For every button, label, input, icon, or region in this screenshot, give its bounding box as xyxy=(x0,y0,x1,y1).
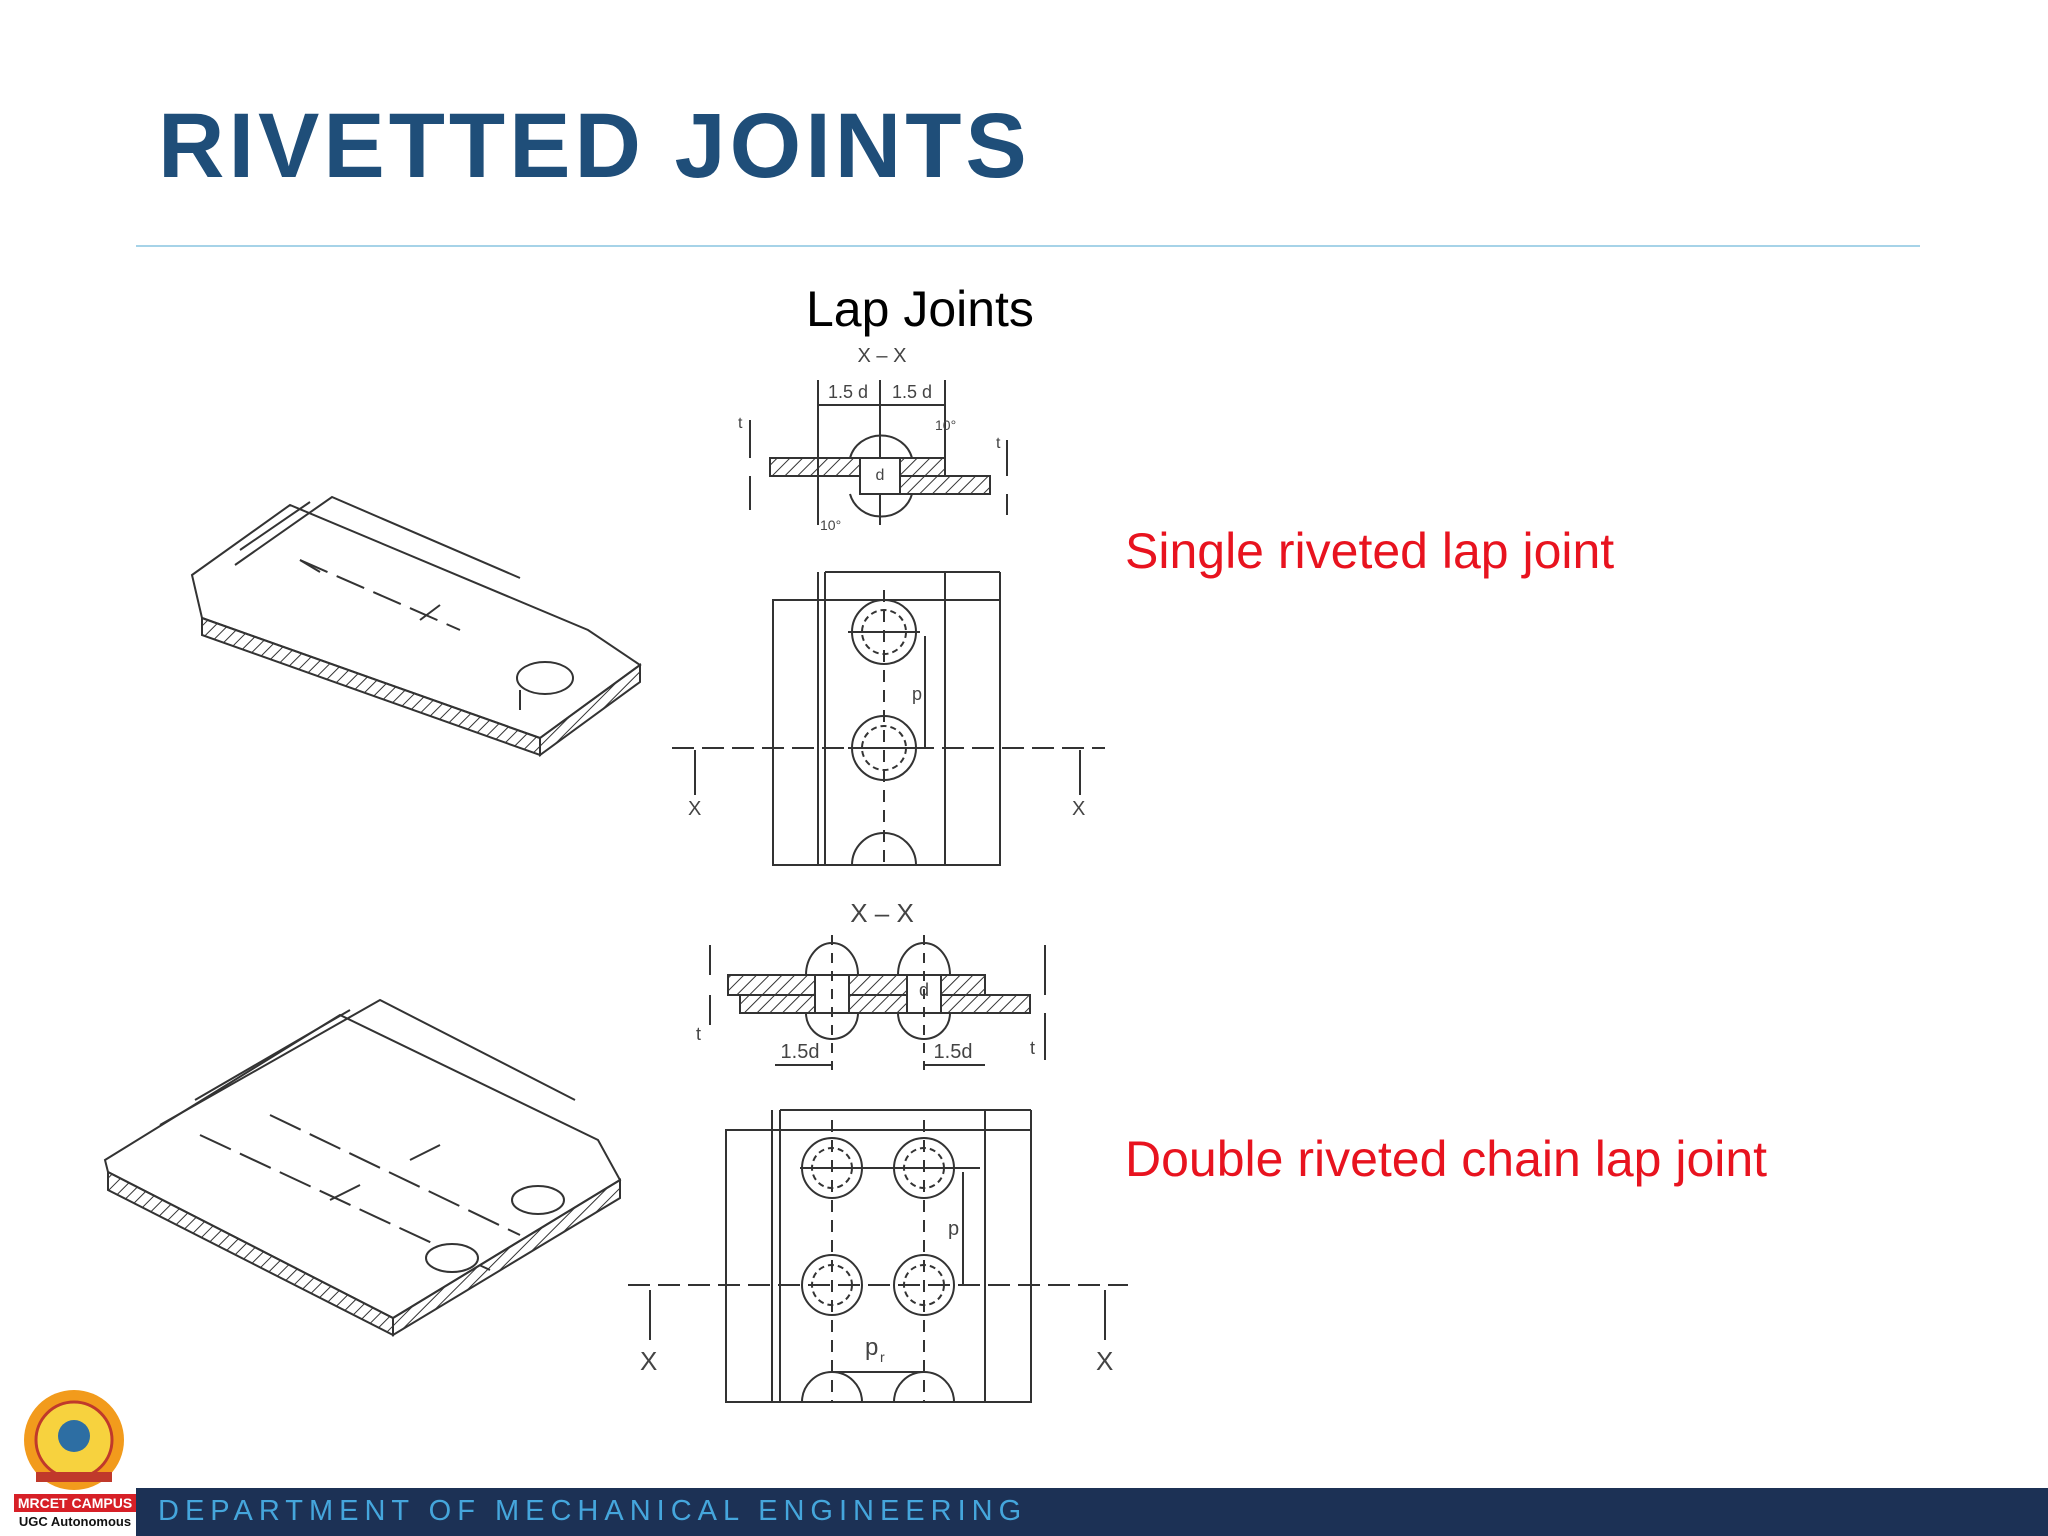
section-mark-double-left: X xyxy=(640,1346,657,1376)
logo-campus-label: MRCET CAMPUS xyxy=(14,1494,136,1512)
plan-double-riveted: p X X p r xyxy=(628,1109,1128,1403)
logo-status-label: UGC Autonomous xyxy=(18,1514,132,1529)
angle-label-bottom: 10° xyxy=(820,517,841,533)
thickness-label-double-right: t xyxy=(1030,1038,1035,1058)
section-double-riveted: X – X d t t 1.5d 1.5d xyxy=(696,898,1046,1070)
section-mark-double-right: X xyxy=(1096,1346,1113,1376)
college-logo: MRCET CAMPUS UGC Autonomous xyxy=(14,1386,136,1536)
thickness-label-right: t xyxy=(996,435,1001,452)
section-label: X – X xyxy=(858,345,907,367)
section-mark-right: X xyxy=(1072,798,1085,820)
title-divider xyxy=(136,245,1920,247)
row-pitch-label: p xyxy=(865,1334,878,1361)
margin-label-double-right: 1.5d xyxy=(934,1041,973,1063)
isometric-double-riveted xyxy=(103,998,622,1337)
thickness-label-left: t xyxy=(738,415,743,432)
caption-single-riveted: Single riveted lap joint xyxy=(1125,523,1615,579)
row-pitch-subscript: r xyxy=(880,1349,885,1365)
section-single-riveted: X – X 1.5 d 1.5 d d t t 10° 10° xyxy=(738,345,1008,533)
logo-emblem-icon xyxy=(24,1390,124,1490)
caption-double-riveted: Double riveted chain lap joint xyxy=(1125,1131,1768,1187)
thickness-label-double-left: t xyxy=(696,1024,701,1044)
subtitle-lap-joints: Lap Joints xyxy=(806,281,1034,337)
department-name: DEPARTMENT OF MECHANICAL ENGINEERING xyxy=(158,1495,1028,1527)
pitch-label-double: p xyxy=(948,1218,959,1240)
slide-title: RIVETTED JOINTS xyxy=(158,95,1031,197)
section-mark-left: X xyxy=(688,798,701,820)
isometric-single-riveted xyxy=(190,495,642,757)
margin-label-double-left: 1.5d xyxy=(781,1041,820,1063)
pitch-label-single: p xyxy=(912,684,922,704)
angle-label-top: 10° xyxy=(935,417,956,433)
margin-label-right: 1.5 d xyxy=(892,382,932,402)
footer-bar: DEPARTMENT OF MECHANICAL ENGINEERING xyxy=(136,1488,2048,1536)
diameter-label: d xyxy=(876,467,885,484)
margin-label-left: 1.5 d xyxy=(828,382,868,402)
section-label-double: X – X xyxy=(850,898,914,928)
diameter-label-double: d xyxy=(919,980,929,1000)
plan-single-riveted: p X X xyxy=(672,571,1105,866)
